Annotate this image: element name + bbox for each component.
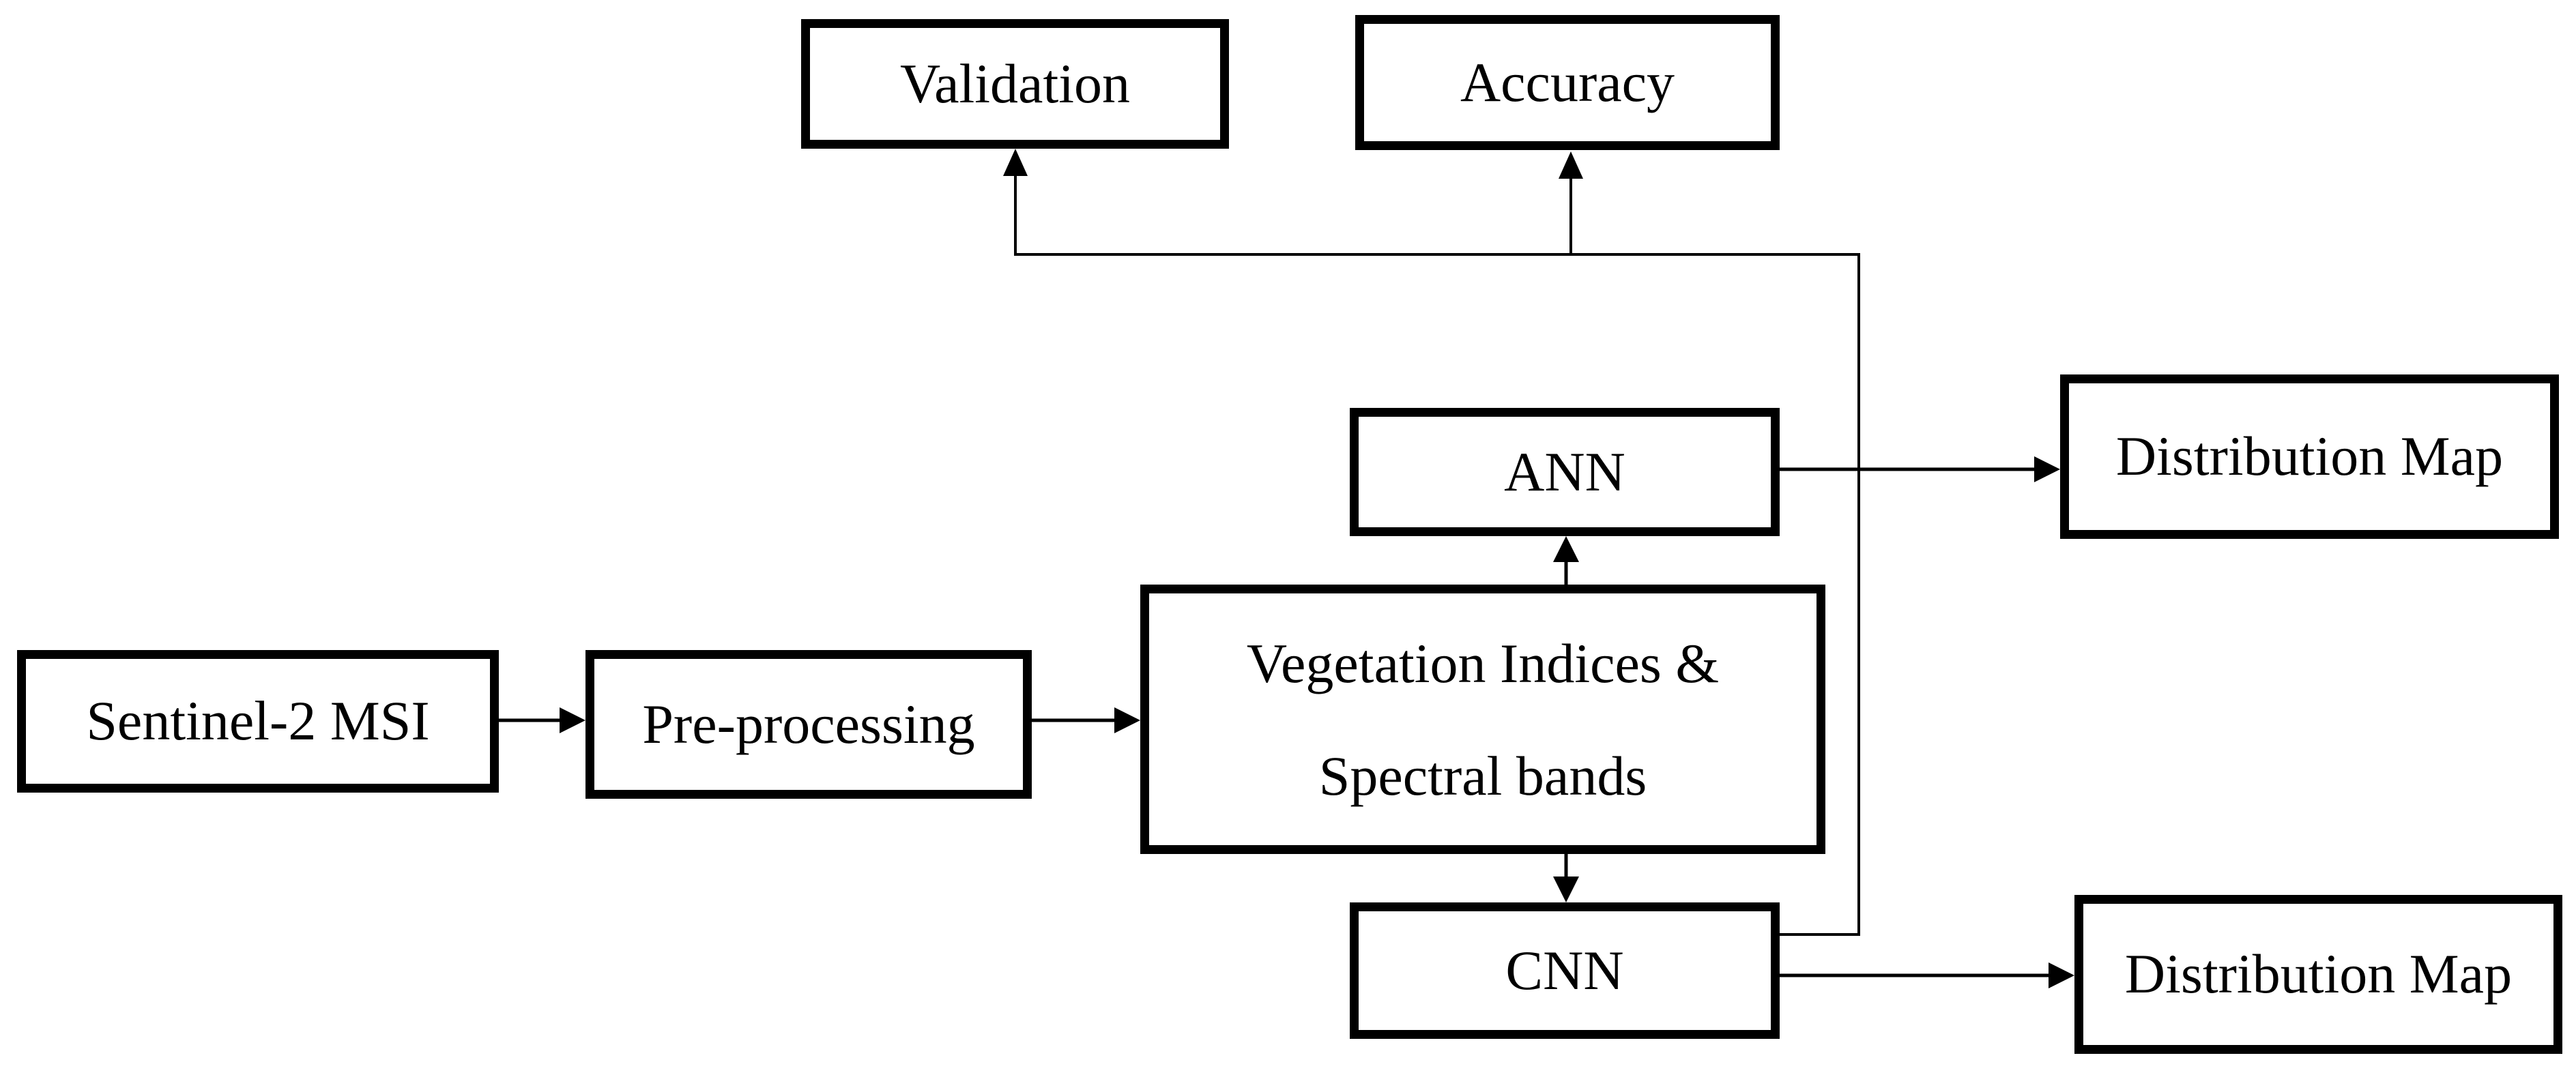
node-accuracy: Accuracy [1355,15,1780,150]
edge-features-to-ann [1553,536,1579,585]
edge-preprocessing-to-features [1032,707,1140,733]
node-distribution-map-cnn-label: Distribution Map [2124,943,2513,1005]
arrowhead-down-icon [1553,877,1579,902]
edge-sentinel-to-preprocessing [499,707,585,733]
node-sentinel-2-msi-label: Sentinel-2 MSI [86,690,430,752]
edge-ann-to-distmap [1780,456,2060,482]
node-features-label-line1: Vegetation Indices & [1246,632,1720,694]
arrowhead-up-icon [1553,536,1579,562]
arrowhead-right-icon [2034,456,2060,482]
edge-cnn-to-accuracy [1559,151,1583,254]
arrowhead-right-icon [2049,962,2074,988]
arrowhead-right-icon [560,707,585,733]
node-ann: ANN [1350,408,1780,536]
edge-cnn-to-validation [1003,149,1860,936]
node-distribution-map-cnn: Distribution Map [2074,895,2562,1054]
node-vegetation-indices-spectral-bands: Vegetation Indices & Spectral bands [1140,585,1825,854]
node-pre-processing-label: Pre-processing [642,692,975,755]
node-distribution-map-ann: Distribution Map [2060,374,2559,539]
node-accuracy-label: Accuracy [1460,50,1675,113]
node-sentinel-2-msi: Sentinel-2 MSI [17,650,499,793]
arrowhead-right-icon [1114,707,1140,733]
arrowhead-up-icon [1559,151,1583,179]
arrowhead-up-icon [1003,149,1028,176]
node-cnn: CNN [1350,902,1780,1039]
node-distribution-map-ann-label: Distribution Map [2115,425,2504,488]
node-features-label-line2: Spectral bands [1318,744,1647,807]
node-validation: Validation [801,19,1229,149]
edge-cnn-to-distmap [1780,962,2074,988]
node-ann-label: ANN [1504,440,1625,503]
edge-features-to-cnn [1553,854,1579,902]
node-cnn-label: CNN [1505,939,1624,1001]
node-pre-processing: Pre-processing [585,650,1032,799]
node-validation-label: Validation [899,52,1131,115]
